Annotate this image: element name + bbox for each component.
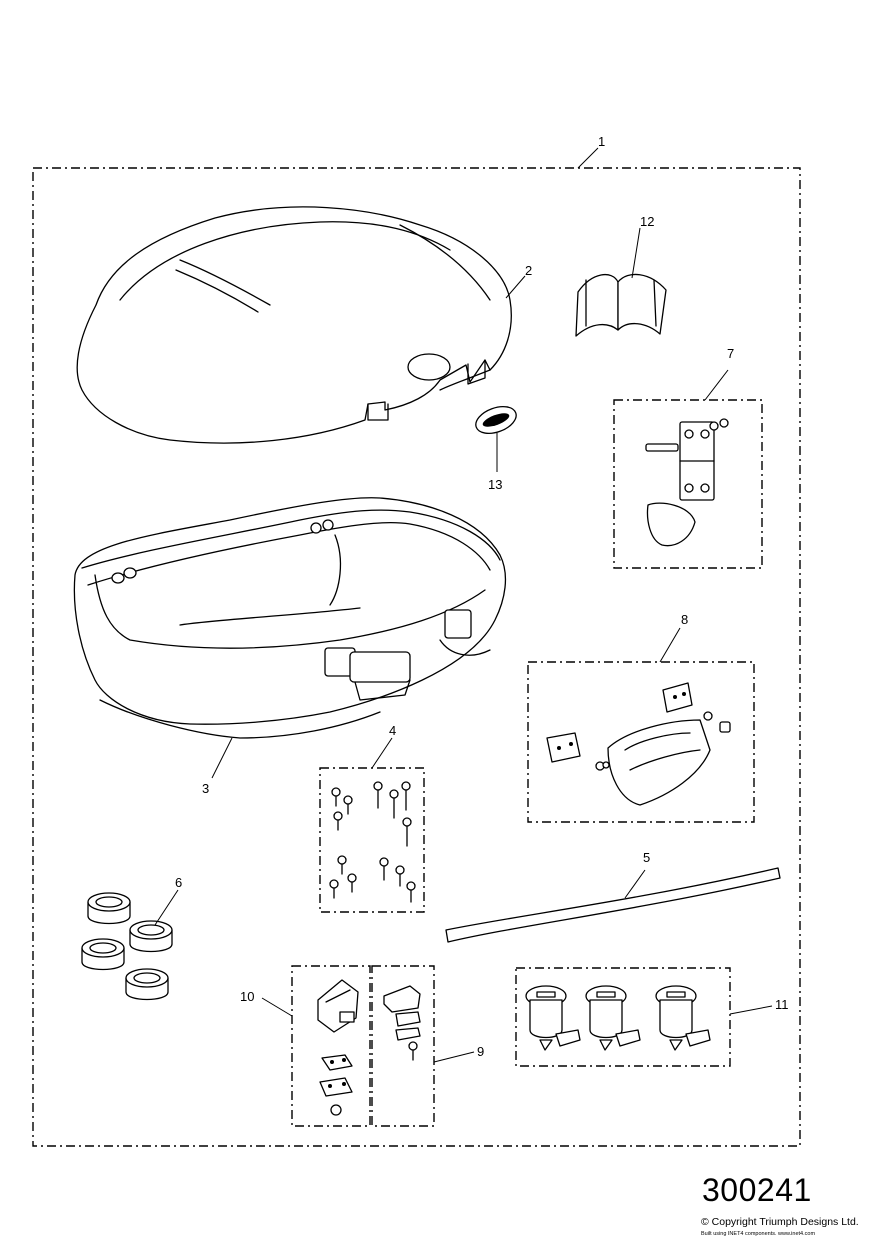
callout-1[interactable]: 1: [598, 134, 605, 149]
top-box-base[interactable]: [73, 497, 507, 739]
callout-11[interactable]: 11: [775, 997, 789, 1012]
drawing-number: 300241: [702, 1172, 812, 1208]
lock-plate-kit-boundary: [371, 965, 435, 1127]
base-seal[interactable]: [445, 867, 781, 943]
fastener-kit[interactable]: [329, 781, 416, 903]
latch-kit[interactable]: [317, 979, 359, 1116]
handle-kit[interactable]: [546, 682, 731, 806]
lid-badge-recess: [407, 353, 451, 381]
owners-handbook[interactable]: [575, 273, 667, 337]
handle-kit-boundary: [527, 661, 755, 823]
callout-2[interactable]: 2: [525, 263, 532, 278]
callout-6[interactable]: 6: [175, 875, 182, 890]
callout-7[interactable]: 7: [727, 346, 734, 361]
lid-badge[interactable]: [472, 402, 520, 439]
callout-12[interactable]: 12: [640, 214, 654, 229]
hinge-kit[interactable]: [645, 418, 729, 547]
callout-3[interactable]: 3: [202, 781, 209, 796]
lock-barrel-kit-boundary: [515, 967, 731, 1067]
kit-boundary: [32, 167, 801, 1147]
copyright-notice: © Copyright Triumph Designs Ltd.: [701, 1216, 859, 1228]
callout-5[interactable]: 5: [643, 850, 650, 865]
rubber-feet[interactable]: [81, 892, 173, 1001]
lock-plate-kit[interactable]: [383, 985, 421, 1061]
latch-kit-boundary: [291, 965, 371, 1127]
callout-10[interactable]: 10: [240, 989, 254, 1004]
callout-8[interactable]: 8: [681, 612, 688, 627]
callout-4[interactable]: 4: [389, 723, 396, 738]
top-box-lid[interactable]: [76, 206, 512, 444]
hinge-kit-boundary: [613, 399, 763, 569]
callout-13[interactable]: 13: [488, 477, 502, 492]
lock-barrel-set[interactable]: [525, 985, 711, 1051]
builder-credit: Built using INET4 components. www.inet4.…: [701, 1231, 816, 1237]
callout-9[interactable]: 9: [477, 1044, 484, 1059]
